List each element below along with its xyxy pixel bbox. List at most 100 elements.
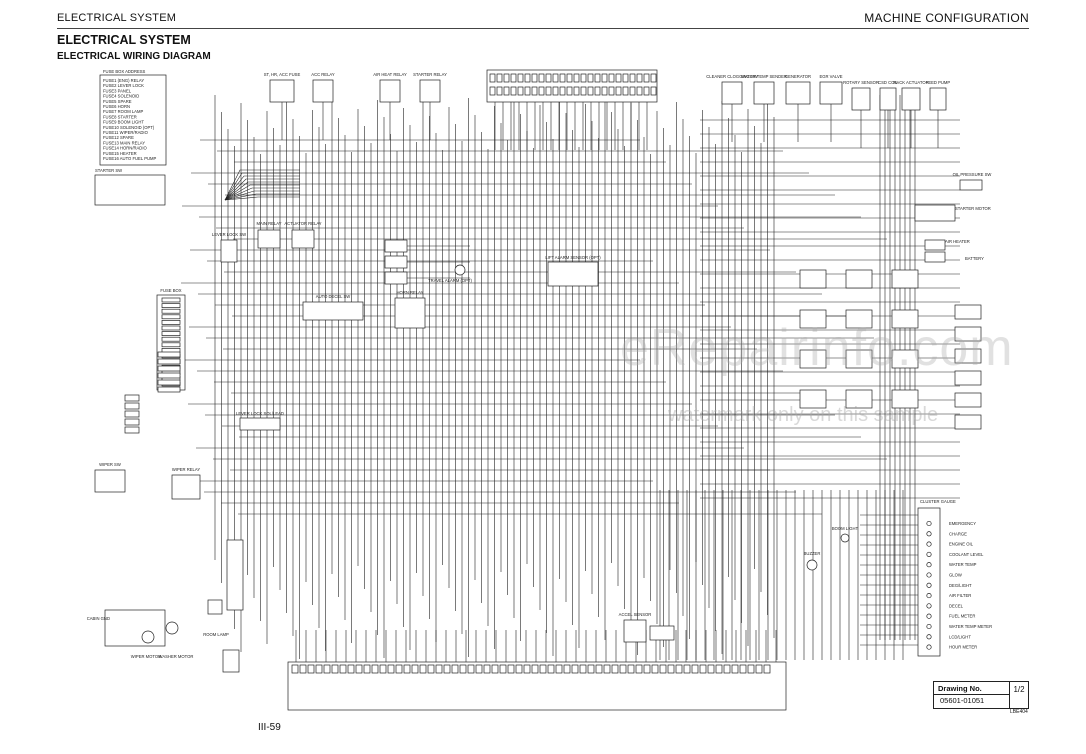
connector-pin: [496, 73, 503, 83]
connector-pin: [627, 664, 635, 674]
rotary-sensor-box: [851, 87, 871, 111]
fuse-list-item: FUSE15 HEATER: [103, 151, 137, 156]
connector-pin: [587, 664, 595, 674]
wiper-motor-label: WIPER MOTOR: [131, 654, 161, 659]
connector-pin: [496, 86, 503, 96]
fuse-list-item: FUSE16 AUTO FUEL PUMP: [103, 156, 156, 161]
rotary-sensor-label: ROTARY SENSOR: [843, 80, 879, 85]
drawing-no-label: Drawing No.: [938, 684, 982, 693]
connector-pin: [555, 664, 563, 674]
water-temp-sender-label: WATER TEMP SENDER: [741, 74, 787, 79]
air-heat-relay-box: [379, 79, 401, 103]
water-temp-sender-box: [753, 81, 775, 105]
cluster-item-label: AIR FILTER: [949, 593, 971, 598]
connector-pin: [643, 73, 650, 83]
cluster-item-label: WATER TEMP: [949, 562, 977, 567]
fuse-element: [161, 308, 181, 314]
wire: [224, 184, 300, 201]
connector-pin: [566, 73, 573, 83]
connector-pin: [483, 664, 491, 674]
starter-relay-label: STARTER RELAY: [413, 72, 447, 77]
connector-pin: [608, 86, 615, 96]
cleaner-clogging-sw-box: [721, 81, 743, 105]
battery-label: BATTERY: [965, 256, 984, 261]
wire: [224, 181, 300, 201]
connector-pin: [489, 73, 496, 83]
generator-label: GENERATOR: [785, 74, 811, 79]
fuse-box-label: FUSE BOX: [160, 288, 181, 293]
connector-pin: [547, 664, 555, 674]
fuse-list-item: FUSE13 MAIN RELAY: [103, 140, 145, 145]
connector-pin: [699, 664, 707, 674]
wiper-motor-symbol: [141, 630, 155, 644]
connector-pin: [587, 73, 594, 83]
connector-pin: [675, 664, 683, 674]
cluster-item-label: LCD/LIGHT: [949, 634, 971, 639]
egr-valve-box: [819, 81, 843, 105]
actuator-relay-label: ACTUATOR RELAY: [284, 221, 321, 226]
connector-pin: [517, 86, 524, 96]
st-hr-acc-fuse-box: [269, 79, 295, 103]
connector-pin: [539, 664, 547, 674]
connector-pin: [531, 73, 538, 83]
indicator-lamp: [926, 603, 932, 609]
connector-pin: [683, 664, 691, 674]
indicator-lamp: [926, 582, 932, 588]
acc-relay-box: [312, 79, 334, 103]
connector-pin: [489, 86, 496, 96]
accel-sensor-box: [623, 619, 647, 643]
fuse-address-legend: [99, 74, 167, 166]
feed-pump-box: [929, 87, 947, 111]
connector-pin: [315, 664, 323, 674]
fuse-list-item: FUSE11 WIPER/RADIO: [103, 130, 149, 135]
fuse-element: [161, 325, 181, 331]
egr-valve-label: EGR VALVE: [819, 74, 842, 79]
indicator-lamp: [926, 634, 932, 640]
air-heat-relay-label: AIR HEAT RELAY: [373, 72, 407, 77]
room-lamp-label: ROOM LAMP: [203, 632, 229, 637]
fuse-list-item: FUSE12 SPARE: [103, 135, 134, 140]
starter-motor-label: STARTER MOTOR: [955, 206, 991, 211]
relay-box: [845, 389, 873, 409]
connector-pin: [387, 664, 395, 674]
relay-box: [891, 269, 919, 289]
oil-pressure-sw-box: [959, 179, 983, 191]
lift-alarm-sensor-box: [547, 261, 599, 287]
connector-pin: [379, 664, 387, 674]
travel-alarm-label: TRAVEL ALARM (OPT): [428, 278, 472, 283]
cluster-item-label: EMERGENCY: [949, 521, 976, 526]
diode-box: [954, 392, 982, 408]
connector-pin: [291, 664, 299, 674]
wire: [224, 187, 300, 201]
connector-pin: [531, 664, 539, 674]
washer-motor-symbol: [165, 621, 179, 635]
connector-pin: [371, 664, 379, 674]
csd-coil-label: CSD COIL: [878, 80, 898, 85]
buzzer-label: BUZZER: [804, 551, 821, 556]
connector-pin: [545, 86, 552, 96]
connector-box: [157, 358, 181, 365]
connector-pin: [715, 664, 723, 674]
connector-box: [157, 372, 181, 379]
connector-pin: [635, 664, 643, 674]
pressure-switch-box: [384, 271, 408, 285]
relay-box: [845, 349, 873, 369]
connector-pin: [608, 73, 615, 83]
fuse-element: [161, 320, 181, 325]
indicator-lamp: [926, 562, 932, 568]
watermark-main: eRepairinfo.com: [620, 319, 1014, 377]
title-block: Drawing No. 05601-01051 1/2: [933, 681, 1029, 709]
connector-pin: [580, 73, 587, 83]
connector-pin: [299, 664, 307, 674]
connector-pin: [650, 86, 657, 96]
connector-pin: [566, 86, 573, 96]
connector-pin: [580, 86, 587, 96]
connector-pin: [747, 664, 755, 674]
connector-pin: [443, 664, 451, 674]
title-block-divider-vertical: [1009, 682, 1010, 708]
header-left: ELECTRICAL SYSTEM: [57, 12, 177, 24]
rack-actuator-label: RACK ACTUATOR: [893, 80, 928, 85]
diode-box: [954, 348, 982, 364]
